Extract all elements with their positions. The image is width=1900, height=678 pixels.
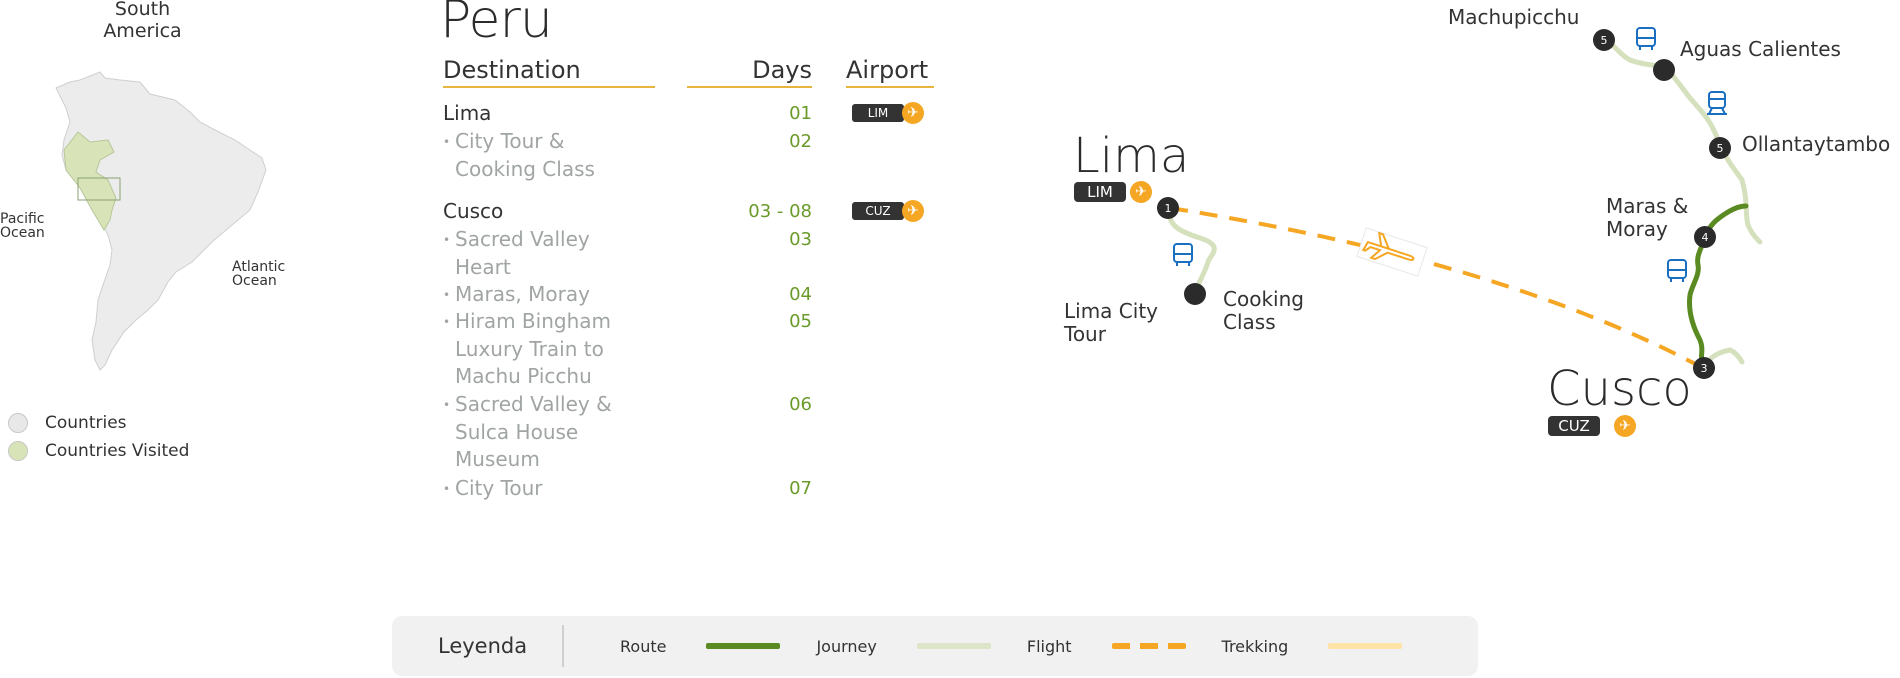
activity-days: 02 (789, 131, 812, 152)
place-cooking-class: Cooking Class (1223, 287, 1304, 334)
marker-1[interactable]: 1 (1157, 197, 1179, 219)
route-path (1687, 203, 1749, 369)
airport-badge: CUZ ✈ (852, 200, 924, 222)
place-aguas-calientes: Aguas Calientes (1680, 37, 1841, 61)
activity-item: •City Tour &Cooking Class (443, 129, 595, 181)
marker-4[interactable]: 4 (1694, 226, 1716, 248)
airport-code: LIM (1074, 182, 1126, 202)
marker-5-machupicchu[interactable]: 5 (1593, 29, 1615, 51)
airport-badge: LIM ✈ (852, 102, 924, 124)
legend-title: Leyenda (438, 634, 528, 658)
atlantic-ocean-label: Atlantic Ocean (232, 259, 286, 289)
activity-item: •Maras, Moray (443, 282, 590, 306)
airport-code: CUZ (852, 202, 904, 220)
peru-shape (63, 131, 117, 231)
journey-path-lima (1165, 205, 1217, 295)
bus-icon (1667, 259, 1687, 282)
destination-days: 03 - 08 (748, 201, 812, 222)
activity-days: 05 (789, 311, 812, 332)
airport-badge-cusco: CUZ ✈ (1548, 415, 1636, 437)
legend-label-trekking: Trekking (1221, 636, 1289, 656)
flight-path (1169, 206, 1704, 370)
map-legend-label: Countries Visited (45, 441, 190, 461)
svg-text:5: 5 (1601, 34, 1608, 47)
place-lima-city-tour: Lima City Tour (1064, 299, 1158, 346)
svg-text:1: 1 (1165, 202, 1172, 215)
country-title: Peru (440, 0, 553, 50)
route-swatch (706, 643, 781, 649)
trekking-swatch (1328, 643, 1403, 649)
continent-label: South America (103, 0, 182, 42)
airport-header: Airport (846, 56, 934, 88)
activity-days: 07 (789, 478, 812, 499)
svg-text:3: 3 (1701, 362, 1708, 375)
destination-name: Cusco (443, 199, 504, 223)
airplane-icon: ✈ (1130, 181, 1152, 203)
place-ollantaytambo: Ollantaytambo (1742, 132, 1891, 156)
legend-label-route: Route (620, 636, 667, 656)
city-label-lima: Lima (1073, 128, 1190, 184)
journey-path-valley (1602, 37, 1763, 245)
route-map: 1 3 4 5 5 (1157, 27, 1763, 379)
map-legend-label: Countries (45, 413, 127, 433)
legend-divider (562, 625, 564, 667)
destination-days: 01 (789, 103, 812, 124)
bus-icon (1636, 27, 1656, 50)
plane-icon (1356, 227, 1428, 277)
bus-icon (1173, 243, 1193, 266)
activity-days: 06 (789, 394, 812, 415)
train-icon (1707, 91, 1727, 115)
continent-shape (55, 71, 267, 371)
flight-swatch (1111, 643, 1186, 649)
activity-days: 03 (789, 229, 812, 250)
legend-label-flight: Flight (1026, 636, 1072, 656)
airplane-icon: ✈ (902, 102, 924, 124)
airport-badge-lima: LIM ✈ (1074, 181, 1152, 203)
days-header: Days (687, 56, 812, 88)
destination-name: Lima (443, 101, 492, 125)
legend-bar: Leyenda Route Journey Flight Trekking (392, 616, 1478, 676)
region-highlight-box (77, 177, 121, 201)
map-legend-visited: Countries Visited (8, 441, 189, 461)
city-label-cusco: Cusco (1547, 361, 1692, 417)
place-machupicchu: Machupicchu (1448, 5, 1580, 29)
marker-aguas-calientes[interactable] (1653, 59, 1675, 81)
airport-code: CUZ (1548, 416, 1600, 436)
south-america-map (55, 71, 267, 371)
svg-text:5: 5 (1717, 142, 1724, 155)
pacific-ocean-label: Pacific Ocean (0, 211, 45, 241)
journey-swatch (916, 643, 991, 649)
activity-item: •City Tour (443, 476, 543, 500)
airport-code: LIM (852, 104, 904, 122)
svg-text:4: 4 (1702, 231, 1709, 244)
airplane-icon: ✈ (1614, 415, 1636, 437)
visited-swatch (8, 441, 28, 461)
activity-days: 04 (789, 284, 812, 305)
countries-swatch (8, 413, 28, 433)
map-legend-countries: Countries (8, 413, 127, 433)
airplane-icon: ✈ (902, 200, 924, 222)
destination-header: Destination (443, 56, 655, 88)
marker-3[interactable]: 3 (1693, 357, 1715, 379)
marker-cooking-class[interactable] (1184, 283, 1206, 305)
legend-label-journey: Journey (816, 636, 877, 656)
journey-path-cusco (1701, 347, 1745, 369)
marker-5-ollantaytambo[interactable]: 5 (1709, 137, 1731, 159)
place-maras-moray: Maras & Moray (1606, 194, 1689, 241)
